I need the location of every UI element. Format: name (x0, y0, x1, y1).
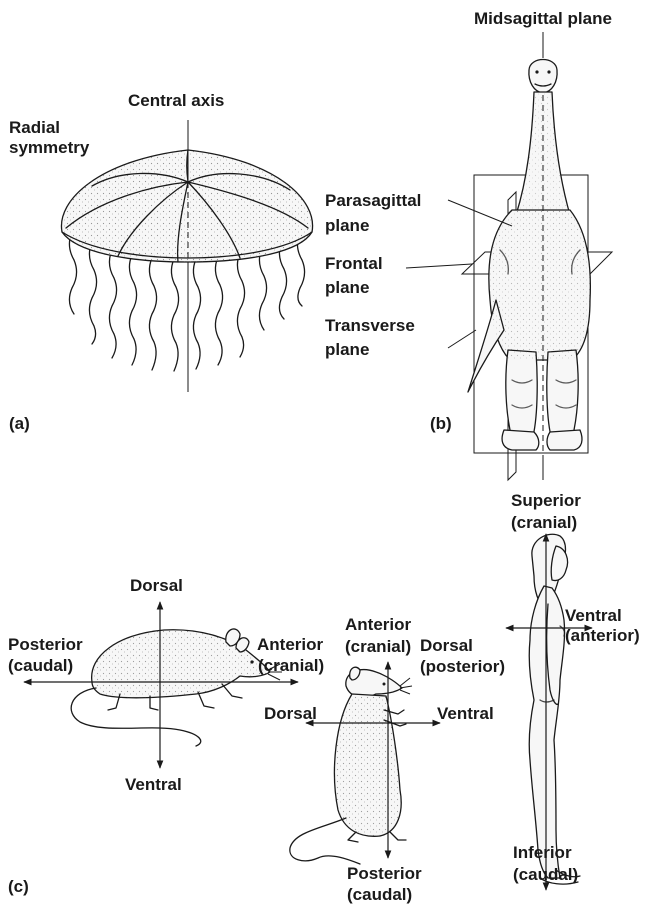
rat-posterior-label-line1: Posterior (8, 635, 83, 654)
human-superior-label-line2: (cranial) (511, 513, 577, 532)
human-inferior-label-line1: Inferior (513, 843, 572, 862)
transverse-label-line2: plane (325, 340, 369, 359)
parasagittal-label-line1: Parasagittal (325, 191, 421, 210)
human-ventral-label-line2: (anterior) (565, 626, 640, 645)
standing-rat-ventral-label: Ventral (437, 704, 494, 723)
parasagittal-leader-line (448, 200, 512, 226)
transverse-leader-line (448, 330, 476, 348)
human-dorsal-label-line2: (posterior) (420, 657, 505, 676)
dinosaur-figure (468, 60, 590, 451)
panel-a-label: (a) (9, 414, 30, 433)
human-figure (529, 534, 580, 884)
dinosaur-left-leg (506, 350, 537, 442)
midsagittal-plane-label: Midsagittal plane (474, 9, 612, 28)
rat-anterior-label-line2: (cranial) (258, 656, 324, 675)
standing-rat-anterior-label-line2: (cranial) (345, 637, 411, 656)
panel-b-planes: Midsagittal plane Parasagittal plane Fro… (325, 9, 612, 480)
standing-rat-anterior-label-line1: Anterior (345, 615, 412, 634)
dinosaur-right-leg (547, 350, 578, 442)
panel-b-label: (b) (430, 414, 452, 433)
standing-rat-posterior-label-line1: Posterior (347, 864, 422, 883)
dinosaur-left-foot (502, 430, 539, 450)
standing-rat-dorsal-label: Dorsal (264, 704, 317, 723)
rat-walking-figure (71, 629, 282, 746)
rat-standing-figure (290, 667, 412, 864)
frontal-leader-line (406, 264, 472, 268)
human-ventral-label-line1: Ventral (565, 606, 622, 625)
rat-ventral-label: Ventral (125, 775, 182, 794)
radial-symmetry-label-line1: Radial (9, 118, 60, 137)
transverse-label-line1: Transverse (325, 316, 415, 335)
dinosaur-head (529, 60, 557, 94)
human-dorsal-label-line1: Dorsal (420, 636, 473, 655)
parasagittal-label-line2: plane (325, 216, 369, 235)
frontal-label-line1: Frontal (325, 254, 383, 273)
human-superior-label-line1: Superior (511, 491, 581, 510)
panel-c-rat: Dorsal Ventral Posterior (caudal) Anteri… (8, 576, 324, 794)
rat-dorsal-label: Dorsal (130, 576, 183, 595)
human-inferior-label-line2: (caudal) (513, 865, 578, 884)
panel-c-label: (c) (8, 877, 29, 896)
radial-symmetry-label-line2: symmetry (9, 138, 90, 157)
rat-posterior-label-line2: (caudal) (8, 656, 73, 675)
standing-rat-posterior-label-line2: (caudal) (347, 885, 412, 904)
central-axis-label: Central axis (128, 91, 224, 110)
rat-anterior-label-line1: Anterior (257, 635, 324, 654)
dinosaur-right-foot (547, 430, 582, 450)
frontal-label-line2: plane (325, 278, 369, 297)
panel-a-jellyfish: Central axis Radial symmetry (a) (9, 91, 313, 433)
